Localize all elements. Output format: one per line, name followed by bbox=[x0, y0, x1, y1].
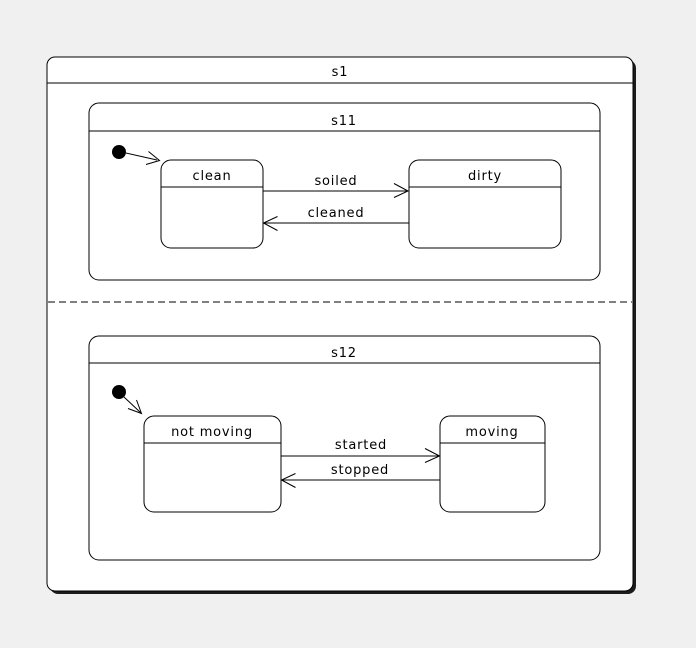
initial-pseudostate-s11-dot bbox=[112, 145, 126, 159]
state-dirty-body bbox=[408, 159, 562, 249]
state-dirty-label: dirty bbox=[468, 169, 502, 184]
state-not-moving-label: not moving bbox=[171, 425, 253, 440]
region-s11-label: s11 bbox=[331, 114, 357, 129]
state-moving: moving bbox=[439, 415, 546, 513]
transition-cleaned: cleaned bbox=[262, 206, 409, 231]
initial-transition-s11-arrowhead-icon bbox=[145, 151, 161, 165]
region-s11: s11 clean dirty soiled bbox=[88, 102, 601, 281]
region-s12: s12 not moving moving started bbox=[88, 335, 601, 561]
state-moving-body bbox=[439, 415, 546, 513]
state-clean-body bbox=[160, 159, 264, 249]
initial-transition-s12-arrowhead-icon bbox=[127, 399, 143, 415]
transition-cleaned-arrowhead-icon bbox=[262, 216, 278, 231]
transition-stopped-arrowhead-icon bbox=[280, 473, 296, 488]
region-s12-label: s12 bbox=[331, 346, 357, 361]
state-dirty: dirty bbox=[408, 159, 562, 249]
transition-stopped: stopped bbox=[280, 463, 440, 488]
transition-soiled-label: soiled bbox=[314, 174, 357, 189]
state-moving-label: moving bbox=[465, 425, 518, 440]
transition-soiled-arrowhead-icon bbox=[393, 183, 410, 198]
transition-stopped-label: stopped bbox=[331, 463, 389, 478]
state-not-moving: not moving bbox=[143, 415, 282, 513]
state-clean: clean bbox=[160, 159, 264, 249]
transition-cleaned-label: cleaned bbox=[308, 206, 365, 221]
transition-started-arrowhead-icon bbox=[424, 448, 441, 463]
initial-pseudostate-s12-dot bbox=[112, 385, 126, 399]
initial-transition-s12-line bbox=[123, 396, 142, 414]
transition-started-label: started bbox=[335, 438, 387, 453]
transition-soiled: soiled bbox=[263, 174, 410, 198]
state-not-moving-body bbox=[143, 415, 282, 513]
state-clean-label: clean bbox=[193, 169, 232, 184]
transition-started: started bbox=[281, 438, 441, 463]
state-s1-label: s1 bbox=[332, 65, 349, 80]
initial-transition-s11-line bbox=[125, 152, 158, 161]
